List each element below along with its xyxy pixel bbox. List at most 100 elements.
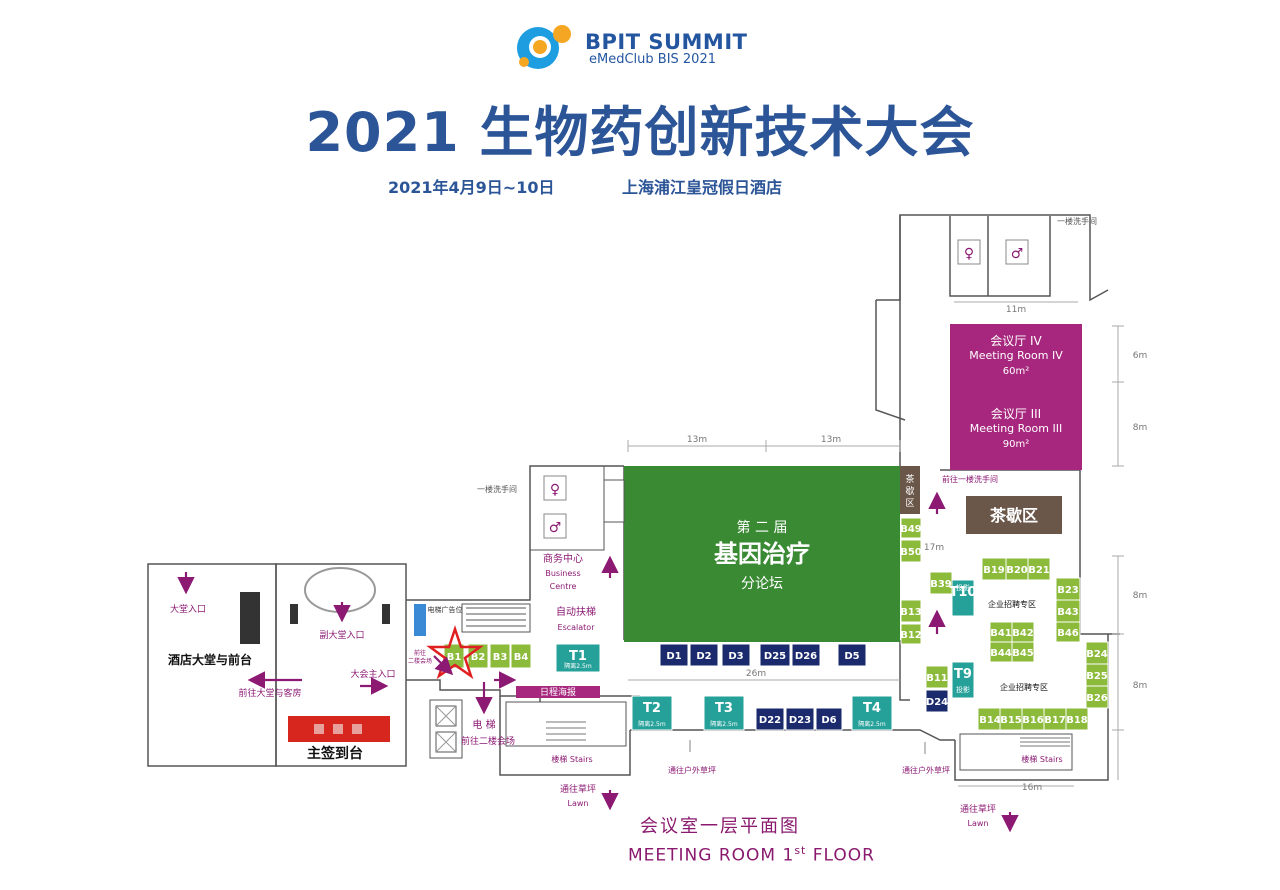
booth-d23[interactable]: D23 bbox=[785, 707, 815, 731]
lawn-label-left: Lawn bbox=[568, 799, 589, 808]
booth-label: B16 bbox=[1022, 715, 1044, 726]
booth-b23[interactable]: B23 bbox=[1055, 577, 1081, 601]
booth-label: B15 bbox=[1000, 715, 1022, 726]
booth-b46[interactable]: B46 bbox=[1055, 621, 1081, 643]
booth-label: T1 bbox=[569, 649, 587, 664]
booth-b44[interactable]: B44 bbox=[989, 641, 1013, 663]
distance-note: 隔离2.5m bbox=[564, 662, 592, 670]
booth-b15[interactable]: B15 bbox=[999, 707, 1023, 731]
booth-b12[interactable]: B12 bbox=[900, 623, 922, 645]
booth-b19[interactable]: B19 bbox=[981, 557, 1007, 581]
booth-b39[interactable]: B39 bbox=[929, 571, 953, 595]
booth-label: B41 bbox=[990, 628, 1012, 639]
booth-b13[interactable]: B13 bbox=[900, 599, 922, 623]
event-venue: 上海浦江皇冠假日酒店 bbox=[622, 178, 783, 197]
booth-b41[interactable]: B41 bbox=[989, 621, 1013, 643]
booth-label: T10 bbox=[950, 585, 977, 600]
lobby-entrance-label: 大堂入口 bbox=[170, 603, 206, 615]
business-cn-label: 商务中心 bbox=[543, 552, 583, 565]
booth-label: D1 bbox=[666, 651, 681, 662]
floor-caption-en: MEETING ROOM 1st FLOOR bbox=[628, 844, 875, 866]
restroom-top-right: ♀ ♂ bbox=[957, 239, 1029, 265]
logo-subtitle: eMedClub BIS 2021 bbox=[589, 52, 716, 67]
booth-label: B24 bbox=[1086, 649, 1108, 660]
direction-arrows bbox=[177, 491, 1019, 833]
room3-size: 90m² bbox=[1003, 439, 1029, 450]
booth-b4[interactable]: B4 bbox=[510, 643, 532, 669]
dimension-label: 11m bbox=[1006, 305, 1026, 315]
main-entrance-label: 大会主入口 bbox=[350, 668, 395, 680]
logo-name: BPIT SUMMIT bbox=[585, 30, 748, 54]
booth-d6[interactable]: D6 bbox=[815, 707, 843, 731]
dimension-label: 8m bbox=[1133, 423, 1148, 433]
booth-b50[interactable]: B50 bbox=[900, 539, 922, 563]
booth-d3[interactable]: D3 bbox=[721, 643, 751, 667]
main-hall-label-2: 基因治疗 bbox=[714, 540, 810, 568]
booth-t4[interactable]: T4 隔离2.5m bbox=[851, 695, 893, 731]
side-lobby-entrance-label: 副大堂入口 bbox=[319, 629, 364, 641]
booth-b21[interactable]: B21 bbox=[1027, 557, 1051, 581]
booth-b26[interactable]: B26 bbox=[1085, 685, 1109, 709]
main-hall-gene-therapy[interactable] bbox=[624, 466, 900, 642]
svg-text:♂: ♂ bbox=[1011, 246, 1024, 262]
booth-label: B13 bbox=[900, 607, 922, 618]
room4-en: Meeting Room IV bbox=[969, 349, 1063, 362]
booth-label: B18 bbox=[1066, 715, 1088, 726]
booth-b18[interactable]: B18 bbox=[1065, 707, 1089, 731]
dimension-label: 13m bbox=[687, 435, 707, 445]
booth-label: B23 bbox=[1057, 585, 1079, 596]
tea-area-label: 茶歇区 bbox=[989, 506, 1038, 525]
booth-b45[interactable]: B45 bbox=[1011, 641, 1035, 663]
hotel-lobby-label: 酒店大堂与前台 bbox=[168, 652, 252, 667]
lawn-label-right: Lawn bbox=[968, 819, 989, 828]
meeting-room-4[interactable] bbox=[950, 324, 1082, 382]
booth-label: B12 bbox=[900, 630, 922, 641]
booth-d1[interactable]: D1 bbox=[659, 643, 689, 667]
room3-en: Meeting Room III bbox=[970, 422, 1062, 435]
booth-b16[interactable]: B16 bbox=[1021, 707, 1045, 731]
booth-b3[interactable]: B3 bbox=[489, 643, 511, 669]
stairs-right bbox=[959, 733, 1073, 771]
booth-label: D5 bbox=[844, 651, 859, 662]
tea-v2: 歇 bbox=[905, 485, 914, 497]
escalator-cn-label: 自动扶梯 bbox=[556, 605, 596, 618]
booth-b17[interactable]: B17 bbox=[1043, 707, 1067, 731]
booth-label: T4 bbox=[863, 701, 881, 716]
stairs-right-label: 楼梯 Stairs bbox=[1021, 754, 1062, 764]
booth-b20[interactable]: B20 bbox=[1005, 557, 1029, 581]
meeting-room-3[interactable] bbox=[950, 382, 1082, 470]
booth-label: B3 bbox=[493, 652, 508, 663]
booth-label: D23 bbox=[789, 715, 811, 726]
svg-text:♀: ♀ bbox=[964, 246, 974, 262]
tea-break-area bbox=[966, 496, 1062, 534]
tea-v3: 区 bbox=[905, 498, 914, 509]
booth-d5[interactable]: D5 bbox=[837, 643, 867, 667]
distance-note: 隔离2.5m bbox=[710, 720, 738, 728]
booth-b42[interactable]: B42 bbox=[1011, 621, 1035, 643]
booth-b2[interactable]: B2 bbox=[467, 643, 489, 669]
booth-b14[interactable]: B14 bbox=[977, 707, 1003, 731]
booth-d2[interactable]: D2 bbox=[689, 643, 719, 667]
booth-b43[interactable]: B43 bbox=[1055, 599, 1081, 623]
booth-d26[interactable]: D26 bbox=[791, 643, 821, 667]
booth-b11[interactable]: B11 bbox=[925, 665, 949, 689]
booth-b49[interactable]: B49 bbox=[900, 517, 922, 539]
distance-note: 隔离2.5m bbox=[858, 720, 886, 728]
business-en1-label: Business bbox=[545, 569, 580, 578]
projection-label: 投影 bbox=[956, 583, 970, 592]
booth-d24[interactable]: D24 bbox=[925, 689, 949, 713]
to-outdoor-lawn-label-left: 通往户外草坪 bbox=[668, 765, 716, 775]
tea-v1: 茶 bbox=[905, 473, 914, 485]
caption-en-sup: st bbox=[794, 844, 807, 857]
booth-d22[interactable]: D22 bbox=[755, 707, 785, 731]
booth-b24[interactable]: B24 bbox=[1085, 641, 1109, 665]
restroom-label-left: 一楼洗手间 bbox=[477, 484, 517, 494]
booth-b25[interactable]: B25 bbox=[1085, 663, 1109, 687]
booth-d25[interactable]: D25 bbox=[759, 643, 791, 667]
